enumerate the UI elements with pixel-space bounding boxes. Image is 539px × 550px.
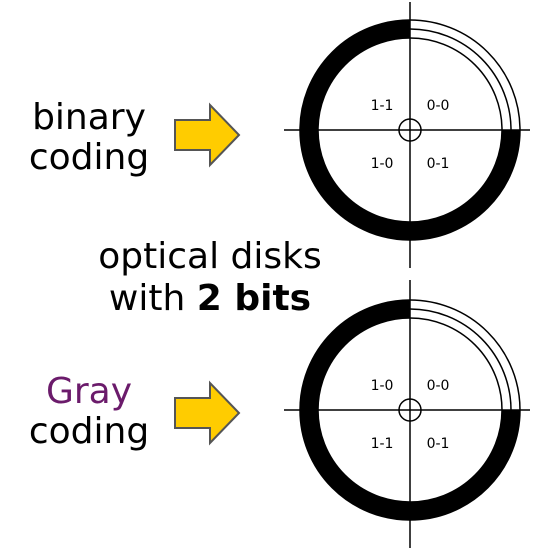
gray-quadrant-tr: 0-0 bbox=[427, 378, 450, 394]
binary-quadrant-tr: 0-0 bbox=[427, 98, 450, 114]
caption-line1: optical disks bbox=[98, 236, 322, 277]
gray-inner-track-bit bbox=[300, 410, 520, 520]
gray-optical-disk: 1-0 0-0 1-1 0-1 bbox=[284, 280, 530, 548]
gray-quadrant-bl: 1-1 bbox=[371, 436, 394, 452]
caption-line2-bold: 2 bits bbox=[196, 278, 312, 319]
gray-coding-label: Gray coding bbox=[14, 372, 164, 452]
gray-quadrant-tl: 1-0 bbox=[371, 378, 394, 394]
caption-line2: with 2 bits bbox=[80, 278, 340, 320]
binary-optical-disk: 1-1 0-0 1-0 0-1 bbox=[284, 2, 530, 268]
binary-quadrant-bl: 1-0 bbox=[371, 156, 394, 172]
caption-line2-prefix: with bbox=[108, 278, 197, 319]
binary-label-line1: binary bbox=[32, 97, 146, 138]
gray-quadrant-br: 0-1 bbox=[427, 436, 450, 452]
gray-label-line2: coding bbox=[28, 411, 150, 452]
binary-inner-track-bit-left bbox=[300, 20, 410, 130]
binary-quadrant-tl: 1-1 bbox=[371, 98, 394, 114]
gray-label-line1: Gray bbox=[45, 371, 133, 412]
binary-coding-label: binary coding bbox=[14, 98, 164, 178]
binary-label-line2: coding bbox=[28, 137, 150, 178]
binary-inner-track-bit-right bbox=[410, 130, 520, 240]
binary-quadrant-br: 0-1 bbox=[427, 156, 450, 172]
right-arrow-icon bbox=[174, 102, 241, 168]
right-arrow-icon bbox=[174, 380, 241, 446]
caption: optical disks with 2 bits bbox=[80, 236, 340, 320]
